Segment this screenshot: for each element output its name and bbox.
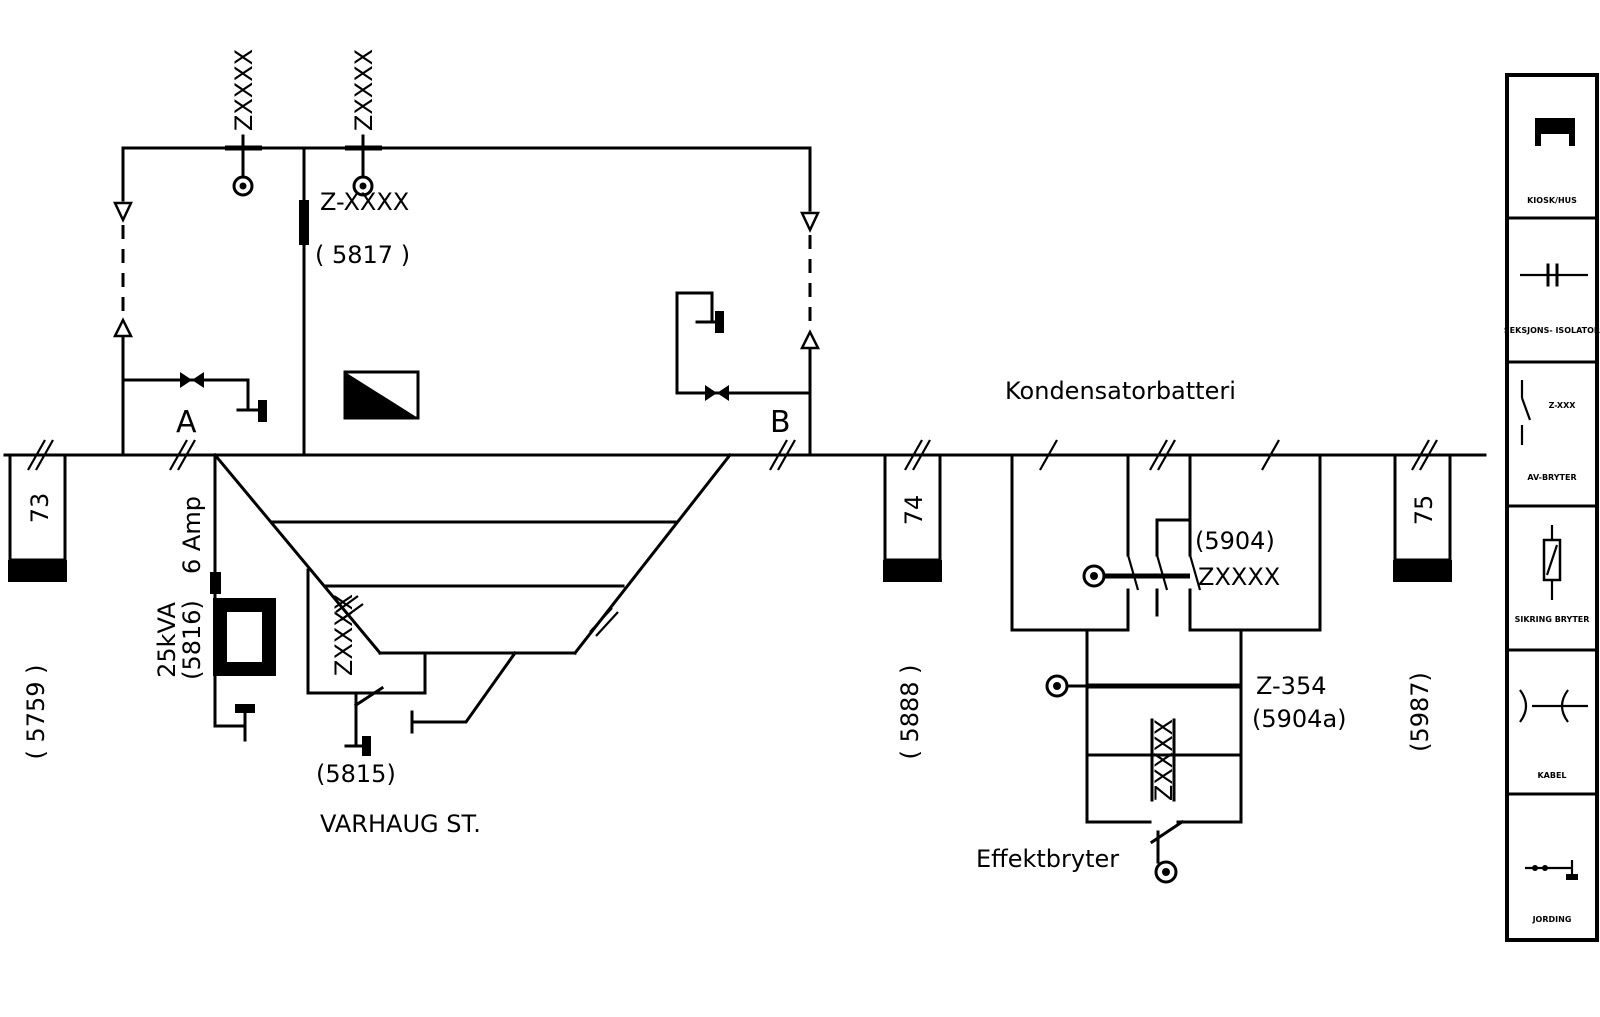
capacitor-bank: (5904) ZXXXX Z-354 (5904a) ZXXXX xyxy=(1010,453,1347,884)
capacitor-icon xyxy=(1150,718,1176,802)
transformer-ref: (5816) xyxy=(178,600,206,680)
main-bus xyxy=(3,439,1487,471)
section-label-b: B xyxy=(770,405,791,440)
mast-75: 75 (5987) xyxy=(1393,453,1452,752)
legend-item-capacitor: SEKSJONS- ISOLATOR xyxy=(1504,263,1600,335)
transformer-rating: 6 Amp xyxy=(178,496,206,574)
legend-caption: KIOSK/HUS xyxy=(1527,196,1577,205)
capacitor-bank-label: Kondensatorbatteri xyxy=(1005,377,1236,405)
legend-item-earthing: JORDING xyxy=(1525,860,1578,924)
breaker-label: Effektbryter xyxy=(976,845,1119,873)
mast-ref: ( 5759 ) xyxy=(22,664,50,759)
mast-74: 74 ( 5888 ) xyxy=(883,453,942,760)
right-earthing-valve xyxy=(675,291,812,401)
earth-icon xyxy=(258,400,267,422)
legend-item-coupling: KABEL xyxy=(1519,689,1588,780)
transformer-winding-icon xyxy=(213,598,276,648)
section-label-a: A xyxy=(176,405,197,440)
bypass-disconnector-ref: (5904a) xyxy=(1252,705,1347,733)
legend-caption: JORDING xyxy=(1532,915,1572,924)
bank-disconnector-label: ZXXXX xyxy=(1198,563,1280,591)
top-disconnector-1: ZXXXX xyxy=(225,49,262,197)
capacitor-label: ZXXXX xyxy=(1150,719,1178,801)
legend-item-cabinet: KIOSK/HUS xyxy=(1527,118,1577,205)
bypass-disconnector-label: Z-354 xyxy=(1256,672,1327,700)
fuse-icon xyxy=(210,572,221,594)
legend-caption: SIKRING BRYTER xyxy=(1515,615,1590,624)
legend-item-disconnector: Z-XXX AV-BRYTER xyxy=(1520,380,1577,482)
left-earthing-valve xyxy=(121,372,267,422)
disconnector-icon xyxy=(299,200,309,245)
legend: KIOSK/HUS SEKSJONS- ISOLATOR Z-XXX AV-BR… xyxy=(1504,73,1600,942)
arrow-up-icon xyxy=(112,317,134,338)
mast-ref: ( 5888 ) xyxy=(896,664,924,759)
bank-disconnector-ref: (5904) xyxy=(1195,527,1275,555)
legend-caption: KABEL xyxy=(1537,771,1566,780)
mast-number: 73 xyxy=(26,493,54,524)
section-disconnector-ref: ( 5817 ) xyxy=(315,241,410,269)
cabinet-icon xyxy=(1535,118,1575,134)
station-building-icon xyxy=(343,370,420,420)
earth-icon xyxy=(362,736,371,756)
disconnector-label: ZXXXX xyxy=(230,49,258,131)
legend-caption: AV-BRYTER xyxy=(1527,473,1576,482)
earth-icon xyxy=(235,704,255,713)
station-name: VARHAUG ST. xyxy=(320,810,481,838)
legend-caption: SEKSJONS- ISOLATOR xyxy=(1504,326,1600,335)
transformer: 6 Amp 25kVA (5816) xyxy=(153,453,276,742)
transformer-power: 25kVA xyxy=(153,602,181,678)
arrow-up-icon xyxy=(799,329,821,350)
station-yard xyxy=(212,452,733,734)
disconnector-label: ZXXXX xyxy=(350,49,378,131)
legend-sample-label: Z-XXX xyxy=(1549,401,1577,410)
legend-item-fuse: SIKRING BRYTER xyxy=(1515,525,1590,624)
mast-73: 73 ( 5759 ) xyxy=(8,453,67,760)
yard-disconnector-label: ZXXXX xyxy=(330,594,358,676)
yard-disconnector-ref: (5815) xyxy=(316,760,396,788)
section-disconnector-label: Z-XXXX xyxy=(320,188,409,216)
yard-disconnector: ZXXXX (5815) xyxy=(306,568,427,788)
transformer-winding-icon xyxy=(213,628,276,676)
feeder-loop xyxy=(112,146,821,457)
mast-number: 75 xyxy=(1410,495,1438,526)
earth-icon xyxy=(715,311,724,333)
arrow-down-icon xyxy=(800,211,820,233)
top-disconnector-2: ZXXXX xyxy=(345,49,382,197)
mast-number: 74 xyxy=(900,495,928,526)
mast-ref: (5987) xyxy=(1406,672,1434,752)
arrow-down-icon xyxy=(113,201,133,223)
